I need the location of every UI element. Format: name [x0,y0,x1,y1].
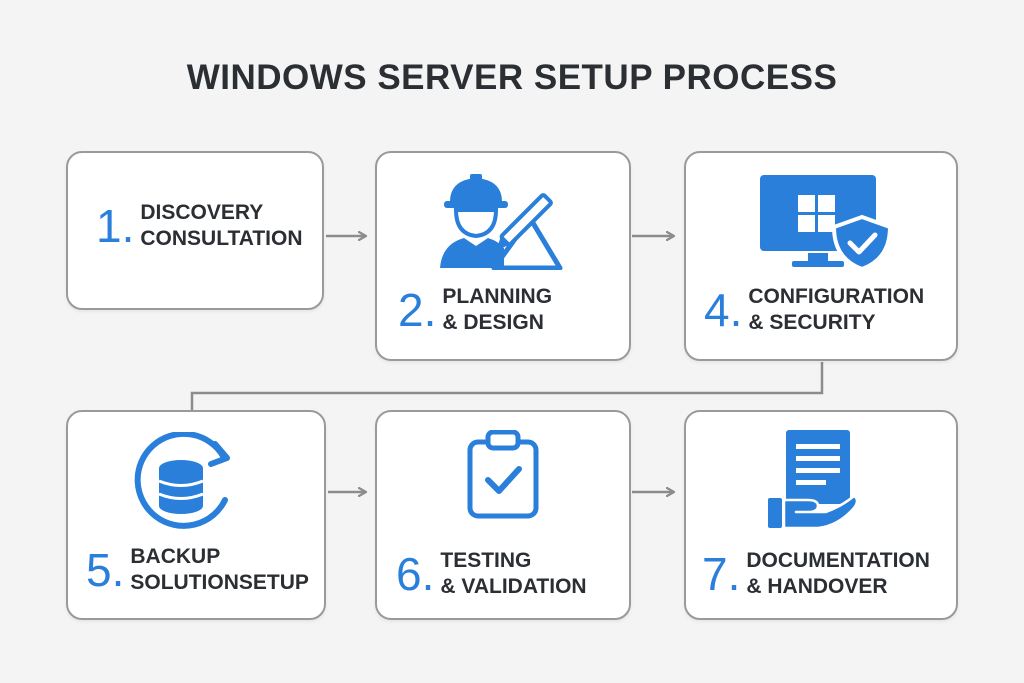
step-title-line2: & HANDOVER [746,575,888,598]
clipboard-check-icon [467,430,539,519]
step-label-discovery: 1. DISCOVERY CONSULTATION [96,200,303,252]
step-title-line1: DOCUMENTATION [746,549,930,572]
step-label-backup: 5. BACKUP SOLUTIONSETUP [86,544,309,596]
step-label-configuration: 4. CONFIGURATION & SECURITY [704,284,924,336]
step-title-line2: CONSULTATION [140,227,303,250]
step-number: 6. [396,548,435,600]
step-label-planning: 2. PLANNING & DESIGN [398,284,552,336]
monitor-shield-icon [760,175,893,271]
step-number: 7. [702,548,741,600]
step-title-line1: PLANNING [442,285,553,308]
diagram-title: WINDOWS SERVER SETUP PROCESS [186,58,838,97]
step-number: 1. [96,200,135,252]
engineer-planning-icon [440,174,563,270]
document-hand-icon [768,430,859,530]
step-title-line1: DISCOVERY [140,201,264,224]
step-number: 5. [86,544,125,596]
step-label-testing: 6. TESTING & VALIDATION [396,548,587,600]
step-label-documentation: 7. DOCUMENTATION & HANDOVER [702,548,930,600]
step-number: 2. [398,284,437,336]
step-title-line2: SOLUTIONSETUP [130,571,309,594]
step-title-line1: CONFIGURATION [748,285,925,308]
step-title-line2: & DESIGN [442,311,544,334]
connector-4-to-5 [190,362,824,410]
step-card-discovery [66,151,324,310]
step-card-backup [66,410,326,620]
step-title-line1: TESTING [440,549,532,572]
step-title-line2: & VALIDATION [440,575,587,598]
step-title-line2: & SECURITY [748,311,876,334]
step-number: 4. [704,284,743,336]
database-backup-icon [134,432,230,529]
step-title-line1: BACKUP [130,545,221,568]
